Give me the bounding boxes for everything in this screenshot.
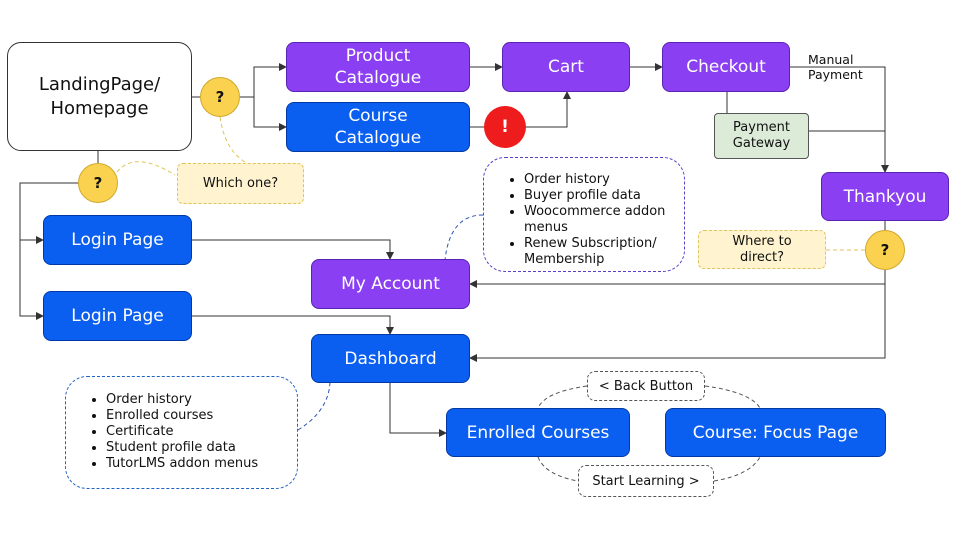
cart-node: Cart <box>502 42 630 92</box>
enrolled-courses-label: Enrolled Courses <box>466 422 610 443</box>
which-one-note: Which one? <box>177 163 304 204</box>
my-account-notes: Order history Buyer profile data Woocomm… <box>483 157 685 272</box>
landing-page-label: LandingPage/ Homepage <box>38 73 161 119</box>
my-account-label: My Account <box>341 274 440 294</box>
edge-alert-to-cart <box>526 91 571 128</box>
product-catalogue-node: Product Catalogue <box>286 42 470 92</box>
list-item: Order history <box>524 172 674 188</box>
my-account-node: My Account <box>311 259 470 309</box>
edge-login2-to-dashboard <box>192 315 394 335</box>
dashboard-node: Dashboard <box>311 334 470 383</box>
list-item: Student profile data <box>106 440 287 456</box>
enrolled-courses-node: Enrolled Courses <box>446 408 630 457</box>
alert-mark: ! <box>501 117 509 137</box>
dashed-question-to-which-one <box>219 116 246 163</box>
dashed-login-question-to-which-one <box>116 161 176 176</box>
which-one-label: Which one? <box>202 175 279 191</box>
dashboard-notes: Order history Enrolled courses Certifica… <box>65 376 298 489</box>
checkout-label: Checkout <box>686 57 766 77</box>
thankyou-question-icon: ? <box>865 230 905 270</box>
payment-gateway-node: Payment Gateway <box>714 113 809 159</box>
edge-checkout-to-thankyou <box>790 66 889 173</box>
list-item: Renew Subscription/ Membership <box>524 236 674 268</box>
back-button-note: < Back Button <box>587 371 705 401</box>
list-item: Certificate <box>106 424 287 440</box>
dashed-back-loop <box>537 385 588 409</box>
product-catalogue-label: Product Catalogue <box>334 46 422 88</box>
checkout-node: Checkout <box>662 42 790 92</box>
edge-question-to-course <box>253 97 287 131</box>
question-mark: ? <box>93 174 103 192</box>
course-catalogue-label: Course Catalogue <box>334 106 422 148</box>
question-mark: ? <box>880 241 890 259</box>
thankyou-label: Thankyou <box>843 186 927 207</box>
login-page-1-node: Login Page <box>43 215 192 265</box>
dashed-start-loop <box>537 456 579 482</box>
course-catalogue-node: Course Catalogue <box>286 102 470 152</box>
landing-page-node: LandingPage/ Homepage <box>7 42 192 151</box>
cart-label: Cart <box>548 57 584 77</box>
question-icon: ? <box>200 77 240 117</box>
list-item: Buyer profile data <box>524 188 674 204</box>
where-to-direct-note: Where to direct? <box>698 230 826 269</box>
alert-icon: ! <box>484 106 526 148</box>
dashed-back-loop-right <box>704 385 761 409</box>
where-to-direct-label: Where to direct? <box>732 233 792 265</box>
edge-question-to-dashboard <box>469 284 886 362</box>
edge-question-to-product <box>240 63 287 98</box>
edge-dashboard-to-enrolled <box>389 383 447 437</box>
list-item: Woocommerce addon menus <box>524 204 674 236</box>
login-page-2-label: Login Page <box>71 306 164 326</box>
course-focus-page-label: Course: Focus Page <box>692 422 859 443</box>
manual-payment-label: Manual Payment <box>808 52 863 82</box>
my-account-notes-list: Order history Buyer profile data Woocomm… <box>504 172 674 268</box>
start-learning-label: Start Learning > <box>592 473 700 489</box>
login-question-icon: ? <box>78 163 118 203</box>
dashed-list-to-myaccount <box>444 214 484 261</box>
login-page-2-node: Login Page <box>43 291 192 341</box>
thankyou-node: Thankyou <box>821 172 949 221</box>
login-page-1-label: Login Page <box>71 230 164 250</box>
dashed-list-to-dashboard <box>297 379 331 431</box>
edge-question-to-myaccount <box>469 270 886 288</box>
course-focus-page-node: Course: Focus Page <box>665 408 886 457</box>
dashed-start-loop-right <box>713 456 761 482</box>
edge-login1-to-myaccount <box>192 239 394 260</box>
edge-login-question-branch <box>19 182 79 320</box>
dashboard-notes-list: Order history Enrolled courses Certifica… <box>86 392 287 472</box>
start-learning-note: Start Learning > <box>578 465 714 497</box>
list-item: TutorLMS addon menus <box>106 456 287 472</box>
back-button-label: < Back Button <box>598 378 694 394</box>
dashboard-label: Dashboard <box>344 348 437 369</box>
payment-gateway-label: Payment Gateway <box>732 120 791 151</box>
question-mark: ? <box>215 88 225 106</box>
list-item: Enrolled courses <box>106 408 287 424</box>
list-item: Order history <box>106 392 287 408</box>
